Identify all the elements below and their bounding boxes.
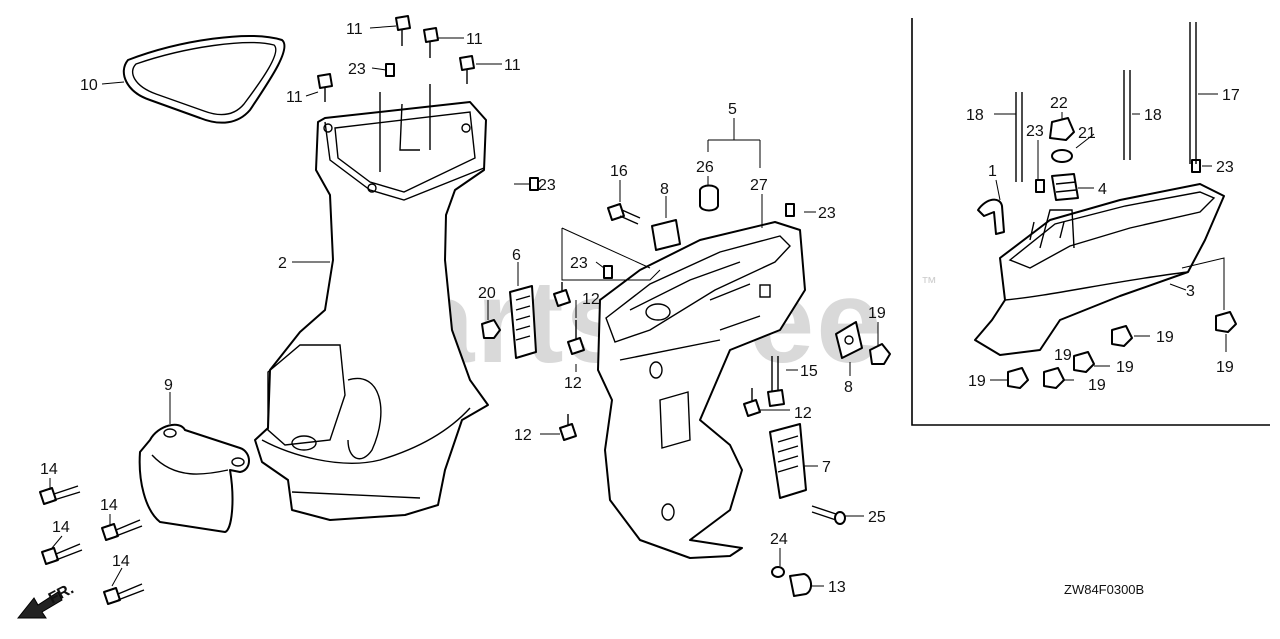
- callout-8: 8: [844, 379, 853, 396]
- callout-3: 3: [1186, 283, 1195, 300]
- callout-11: 11: [504, 57, 521, 74]
- callout-14: 14: [40, 461, 58, 478]
- inset-frame: [911, 18, 1270, 426]
- callout-19: 19: [868, 305, 886, 322]
- callout-11: 11: [286, 89, 303, 106]
- callout-19: 19: [968, 373, 986, 390]
- trademark-symbol: ™: [921, 275, 937, 292]
- callout-4: 4: [1098, 181, 1107, 198]
- callout-10: 10: [80, 77, 98, 94]
- callout-16: 16: [610, 163, 628, 180]
- callout-18: 18: [1144, 107, 1162, 124]
- part-19-nuts[interactable]: [869, 311, 1237, 389]
- callout-23: 23: [348, 61, 366, 78]
- callout-15: 15: [800, 363, 818, 380]
- callout-27: 27: [750, 177, 768, 194]
- callout-22: 22: [1050, 95, 1068, 112]
- part-4-gear[interactable]: [1051, 173, 1079, 201]
- callout-14: 14: [100, 497, 118, 514]
- callout-23: 23: [818, 205, 836, 222]
- part-23-dowel-pins[interactable]: [385, 63, 1201, 279]
- callout-labels: 10 11 11 11 11 23 23 2 9 14 14 14 14 5 1…: [40, 21, 1240, 596]
- callout-2: 2: [278, 255, 287, 272]
- callout-17: 17: [1222, 87, 1240, 104]
- diagram-code: ZW84F0300B: [1064, 582, 1144, 597]
- callout-12: 12: [514, 427, 532, 444]
- callout-11: 11: [346, 21, 363, 38]
- part-18-studs[interactable]: [1015, 70, 1131, 182]
- part-17-stud[interactable]: [1189, 22, 1197, 164]
- callout-19: 19: [1156, 329, 1174, 346]
- callout-9: 9: [164, 377, 173, 394]
- part-2-extension-case[interactable]: [254, 84, 489, 521]
- callout-21: 21: [1078, 125, 1096, 142]
- callout-20: 20: [478, 285, 496, 302]
- part-24-washer[interactable]: [771, 566, 785, 578]
- part-8-mount-rubbers[interactable]: [651, 219, 863, 359]
- callout-19: 19: [1054, 347, 1072, 364]
- callout-11: 11: [466, 31, 483, 48]
- callout-18: 18: [966, 107, 984, 124]
- part-26-collar[interactable]: [699, 184, 719, 212]
- callout-1: 1: [988, 163, 997, 180]
- part-1-clip[interactable]: [977, 198, 1005, 235]
- part-21-washer[interactable]: [1051, 149, 1073, 163]
- part-14-bolts[interactable]: [39, 485, 145, 605]
- callout-14: 14: [112, 553, 130, 570]
- callout-19: 19: [1216, 359, 1234, 376]
- part-10-gasket[interactable]: [122, 35, 286, 124]
- leader-lines: [49, 25, 1227, 587]
- callout-12: 12: [582, 291, 600, 308]
- part-16-bolt[interactable]: [607, 203, 641, 225]
- part-6-water-screen[interactable]: [509, 285, 537, 359]
- callout-13: 13: [828, 579, 846, 596]
- callout-23: 23: [570, 255, 588, 272]
- part-11-bolts[interactable]: [317, 15, 475, 102]
- callout-6: 6: [512, 247, 521, 264]
- part-27-lower-case[interactable]: [597, 221, 806, 559]
- part-20-nut[interactable]: [481, 319, 501, 339]
- callout-14: 14: [52, 519, 70, 536]
- front-direction-arrow: FR.: [16, 580, 77, 619]
- part-7-water-screen[interactable]: [769, 423, 807, 499]
- callout-23: 23: [1026, 123, 1044, 140]
- part-15-stud[interactable]: [767, 356, 785, 407]
- callout-12: 12: [794, 405, 812, 422]
- part-3-lower-plate[interactable]: [974, 183, 1225, 356]
- callout-26: 26: [696, 159, 714, 176]
- part-25-screw[interactable]: [811, 505, 846, 525]
- callout-19: 19: [1116, 359, 1134, 376]
- callout-24: 24: [770, 531, 788, 548]
- callout-5: 5: [728, 101, 737, 118]
- part-22-nut[interactable]: [1049, 117, 1075, 141]
- callout-25: 25: [868, 509, 886, 526]
- callout-23: 23: [1216, 159, 1234, 176]
- part-12-bolts[interactable]: [553, 282, 761, 441]
- part-9-cover[interactable]: [138, 423, 250, 533]
- callout-7: 7: [822, 459, 831, 476]
- part-13-plug[interactable]: [789, 573, 812, 597]
- callout-8: 8: [660, 181, 669, 198]
- callout-19: 19: [1088, 377, 1106, 394]
- callout-12: 12: [564, 375, 582, 392]
- callout-23: 23: [538, 177, 556, 194]
